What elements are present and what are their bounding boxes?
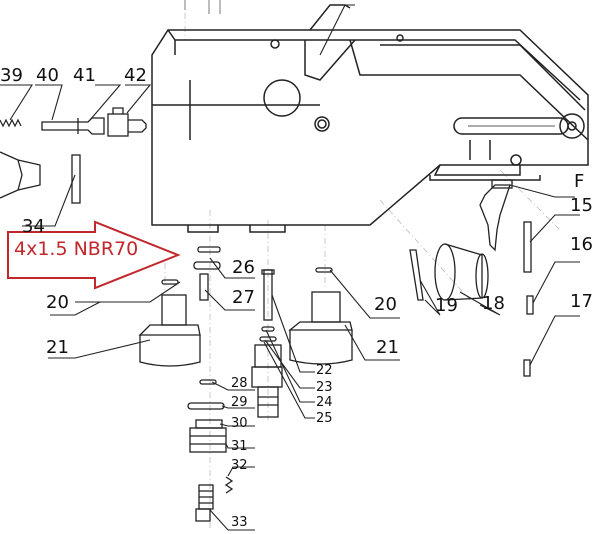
label-20-left: 20	[46, 292, 69, 313]
part-19-ring	[409, 249, 424, 301]
construction-lines	[164, 0, 561, 530]
label-42: 42	[124, 65, 147, 86]
part-21-right-body	[288, 291, 353, 365]
label-24: 24	[316, 395, 333, 410]
label-32: 32	[231, 458, 248, 473]
part-34-knob	[0, 151, 81, 204]
part-41-shaft	[41, 117, 105, 135]
part-42-fitting	[107, 107, 147, 137]
lever-part-F	[479, 179, 513, 252]
label-27: 27	[232, 287, 255, 308]
label-19: 19	[435, 295, 458, 316]
part-21-left-body	[138, 294, 201, 367]
part-17-pin	[523, 359, 531, 377]
label-F: F	[574, 171, 585, 192]
part-20-left-oring	[161, 279, 179, 285]
label-40: 40	[36, 65, 59, 86]
label-17: 17	[570, 291, 593, 312]
label-23: 23	[316, 380, 333, 395]
callout-arrow	[7, 220, 181, 290]
label-22: 22	[316, 363, 333, 378]
leader-lines	[0, 4, 580, 531]
label-18: 18	[482, 293, 505, 314]
part-29-30-washers	[187, 402, 225, 429]
main-housing	[151, 4, 589, 233]
part-33-screw	[195, 484, 214, 522]
label-15: 15	[570, 195, 593, 216]
callout-label: 4x1.5 NBR70	[14, 238, 139, 260]
part-27-pin	[199, 273, 209, 301]
label-34: 34	[22, 216, 45, 237]
part-20-right-oring	[315, 267, 333, 273]
label-41: 41	[73, 65, 96, 86]
label-33: 33	[231, 515, 248, 530]
part-26-oring	[193, 246, 221, 270]
label-31: 31	[231, 439, 248, 454]
label-30: 30	[231, 416, 248, 431]
label-21-left: 21	[46, 337, 69, 358]
label-26: 26	[232, 257, 255, 278]
label-21-right: 21	[376, 337, 399, 358]
label-29: 29	[231, 395, 248, 410]
part-39-spring	[0, 118, 22, 128]
part-31-nut	[189, 427, 227, 453]
part-18-roller	[434, 243, 489, 301]
label-28: 28	[231, 376, 248, 391]
label-16: 16	[570, 234, 593, 255]
label-20-right: 20	[374, 294, 397, 315]
part-15-pin	[523, 221, 532, 273]
label-39: 39	[0, 65, 23, 86]
part-16-pin	[526, 295, 534, 315]
part-28-oring	[199, 379, 217, 385]
part-23-25-fitting	[251, 326, 283, 418]
label-25: 25	[316, 411, 333, 426]
part-32-spring	[224, 476, 234, 494]
